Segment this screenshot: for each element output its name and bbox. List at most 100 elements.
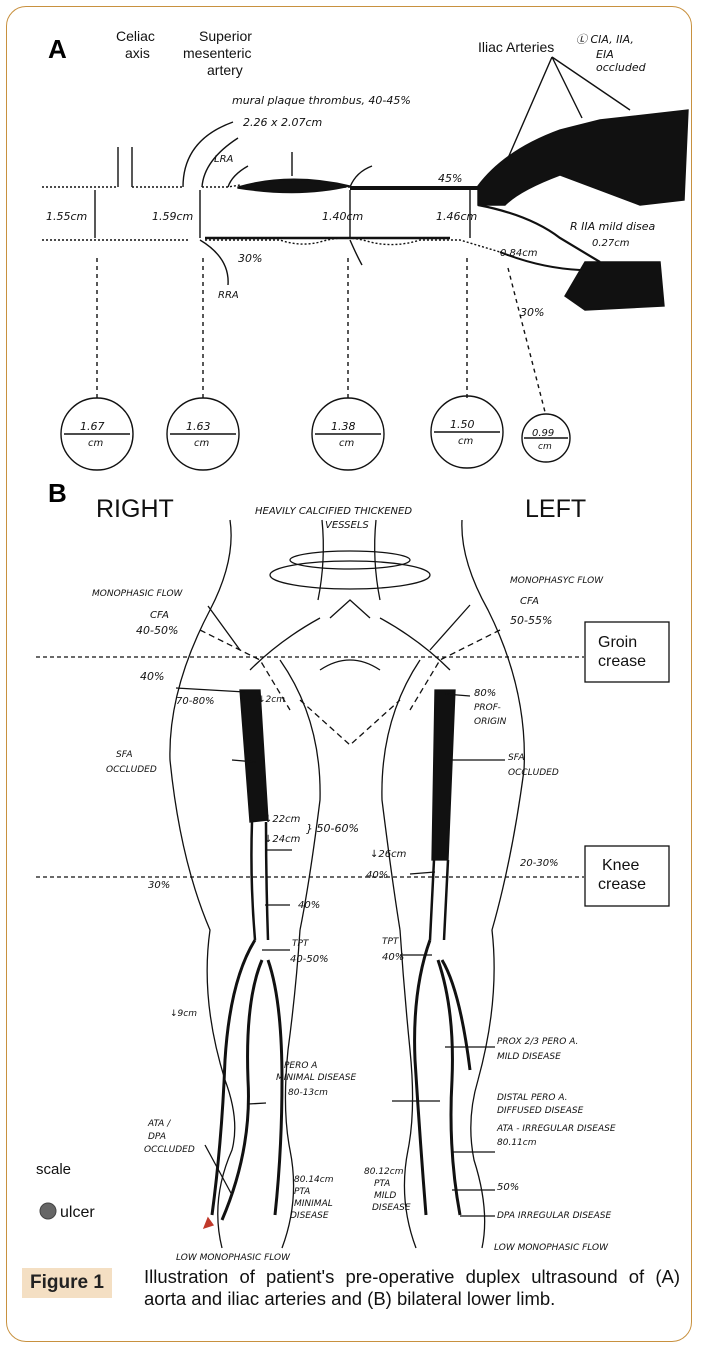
groin-crease-label-2: crease [598,653,646,670]
right-sfa-occluded [240,690,268,822]
circle-value-5: 0.99 [532,428,554,439]
ata-left-2: 80.11cm [497,1138,537,1148]
pero-right-2: MINIMAL DISEASE [276,1073,356,1083]
circle-unit-5: cm [538,442,552,452]
left-iliac-occluded [478,110,688,205]
ata-right-3: OCCLUDED [144,1145,195,1155]
ulcer-legend-dot [40,1203,56,1219]
tpt-left-1: TPT [382,937,400,947]
right-side-label: RIGHT [96,495,174,523]
pero-right-1: PERO A [284,1061,317,1071]
circle-unit-2: cm [194,438,209,449]
r40b-label: 40% [298,900,320,911]
pta-left-2: PTA [374,1179,390,1189]
left-calf-inner [400,930,416,1248]
panel-a-label: A [48,34,67,64]
left-iliac-note-3: occluded [596,61,647,74]
r2cm-label: ↓2cm [258,695,285,705]
groin-crease-box [585,622,669,682]
mono-flow-left: MONOPHASYC FLOW [510,576,604,586]
r24cm-label: ↓24cm [264,834,301,845]
low-flow-left: LOW MONOPHASIC FLOW [494,1243,609,1253]
r30-label: 30% [148,880,170,891]
crotch-outline [320,660,380,670]
circle-value-3: 1.38 [331,420,356,433]
r22cm-label: ↓22cm [264,814,301,825]
pta-right-3: MINIMAL [294,1199,333,1209]
scale-label: scale [36,1161,71,1178]
pta-left-1: 80.12cm [364,1167,404,1177]
vessels-label: VESSELS [325,520,369,531]
panel-b [36,520,669,1248]
diameter-label-2: 1.59cm [152,210,193,223]
l50-label: 50% [497,1182,519,1193]
cfa-left-1: CFA [520,596,539,607]
pta-right-4: DISEASE [290,1211,329,1221]
sma-label-3: artery [207,62,243,78]
r40-label: 40% [140,670,164,683]
guide-line-5 [508,268,545,412]
aorta-bottom-wall [42,238,500,252]
ata-right-1: ATA / [147,1119,171,1129]
left-iliac-note-1: Ⓛ CIA, IIA, [576,33,634,46]
circle-unit-1: cm [88,438,103,449]
lra-label: LRA [214,154,234,165]
pta-left-4: DISEASE [372,1203,411,1213]
tpt-right-1: TPT [292,939,310,949]
heavily-calcified-label: HEAVILY CALCIFIED THICKENED [255,506,412,517]
r7080-label: 70-80% [176,696,215,707]
lra-branch [228,166,248,187]
circle-unit-3: cm [339,438,354,449]
riia-size-label: 0.27cm [592,238,630,249]
prox-pero-1: PROX 2/3 PERO A. [497,1037,578,1047]
prof-label-3: ORIGIN [474,717,507,727]
distal-pero-1: DISTAL PERO A. [497,1093,568,1103]
leader-lines [176,605,505,1216]
iliac-arteries-label: Iliac Arteries [478,39,554,55]
pta-right-2: PTA [294,1187,310,1197]
mono-flow-right: MONOPHASIC FLOW [92,589,184,599]
sfa-right-2: OCCLUDED [106,765,157,775]
sfa-left-2: OCCLUDED [508,768,559,778]
circle-value-2: 1.63 [186,420,211,433]
circle-diameters [64,432,568,438]
circle-unit-4: cm [458,436,473,447]
prof-label-2: PROF- [474,703,501,713]
prox-pero-2: MILD DISEASE [497,1052,561,1062]
right-iliac [478,205,600,262]
celiac-branch [118,147,132,187]
left-iliac-note-2: EIA [596,48,614,61]
sma-label-1: Superior [199,28,252,44]
knee-crease-label-1: Knee [602,857,639,874]
cfa-right-2: 40-50% [136,624,178,637]
pta-left-3: MILD [374,1191,396,1201]
left-side-label: LEFT [525,495,586,523]
figure-label: Figure 1 [22,1268,112,1298]
knee-crease-label-2: crease [598,876,646,893]
r5060-label: } 50-60% [306,822,359,835]
pelvis-ring-2 [290,551,410,569]
iliac-size-label: 0.84cm [500,248,538,259]
l2030-label: 20-30% [520,858,559,869]
circle-value-4: 1.50 [450,418,475,431]
tpt-right-2: 40-50% [290,954,329,965]
left-tibial-vessels [415,940,470,1215]
pta-right-1: 80.14cm [294,1175,334,1185]
celiac-label-2: axis [125,45,150,61]
rra-label: RRA [218,290,239,301]
panel-b-label: B [48,478,67,508]
sfa-left-1: SFA [508,753,525,763]
l26cm-label: ↓26cm [370,849,407,860]
cfa-left-2: 50-55% [510,614,552,627]
ata-left-1: ATA - IRREGULAR DISEASE [496,1124,616,1134]
diameter-label-1: 1.55cm [46,210,87,223]
distal-pero-2: DIFFUSED DISEASE [497,1106,584,1116]
mural-thrombus [238,179,350,192]
diameter-label-3: 1.40cm [322,210,363,223]
rra-branch [200,240,228,285]
mural-note-2: 2.26 x 2.07cm [243,116,322,129]
riia-label: R IIA mild disea [570,220,655,233]
circle-value-1: 1.67 [80,420,105,433]
cfa-right-1: CFA [150,610,169,621]
